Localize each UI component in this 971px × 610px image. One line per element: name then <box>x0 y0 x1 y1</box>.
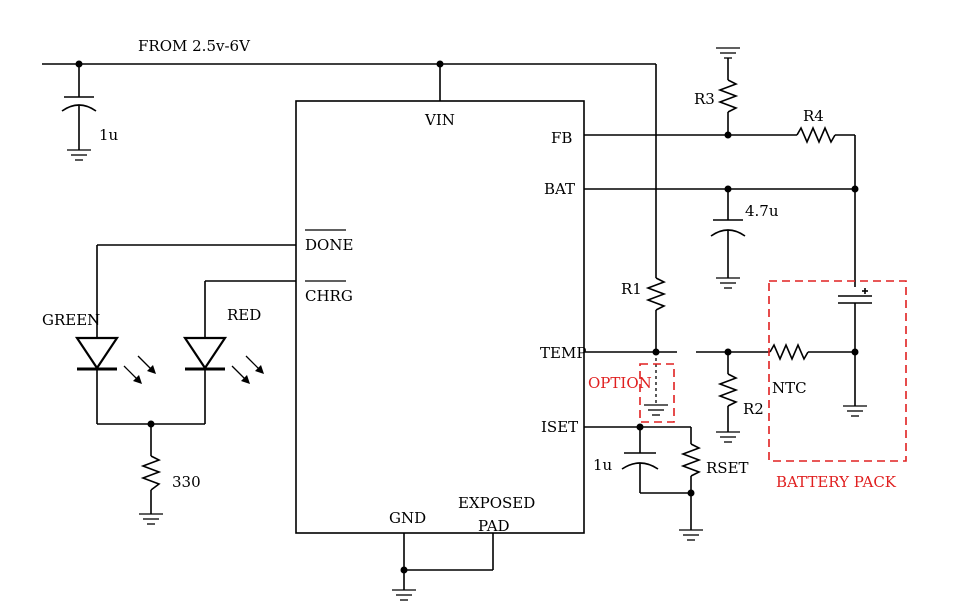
r1-label: R1 <box>621 280 642 298</box>
junction <box>724 185 732 193</box>
bat-capacitor-value: 4.7u <box>745 202 779 220</box>
r4-label: R4 <box>803 107 824 125</box>
green-led <box>74 336 156 424</box>
option-label: OPTION <box>588 374 652 392</box>
resistor-r1 <box>645 277 667 352</box>
supply-rail <box>42 63 657 278</box>
ntc-label: NTC <box>772 379 807 397</box>
pin-vin-label: VIN <box>424 111 455 129</box>
junction <box>436 60 444 68</box>
pin-bat-label: BAT <box>544 180 575 198</box>
ground-symbol <box>716 47 740 59</box>
pin-chrg-label: CHRG <box>305 287 353 305</box>
supply-label: FROM 2.5v-6V <box>138 37 251 55</box>
input-capacitor <box>61 64 97 150</box>
junction <box>687 489 695 497</box>
pin-exposed-label: EXPOSED <box>458 494 535 512</box>
input-capacitor-value: 1u <box>99 126 119 144</box>
option-link <box>644 352 668 416</box>
temp-net <box>584 342 856 432</box>
ground-symbol <box>843 405 867 417</box>
resistor-r3 <box>717 58 739 135</box>
pin-fb-label: FB <box>551 129 572 147</box>
junction <box>147 420 155 428</box>
pin-temp-label: TEMP <box>540 344 586 362</box>
charger-ic <box>295 100 585 534</box>
red-led <box>182 336 264 424</box>
led-common-net <box>97 423 205 514</box>
junction <box>851 348 859 356</box>
red-led-label: RED <box>227 306 261 324</box>
bat-net <box>584 188 855 278</box>
ground-symbol <box>392 589 416 601</box>
chrg-net <box>204 280 296 338</box>
pin-iset-label: ISET <box>541 418 578 436</box>
battery-pack-box <box>768 280 907 462</box>
r2-label: R2 <box>743 400 764 418</box>
junction <box>636 423 644 431</box>
ground-symbol <box>716 277 740 289</box>
junction <box>851 185 859 193</box>
pin-done-label: DONE <box>305 236 353 254</box>
green-led-label: GREEN <box>42 311 100 329</box>
ground-symbol <box>67 149 91 161</box>
battery-pack-label: BATTERY PACK <box>776 473 897 491</box>
pin-gnd-label: GND <box>389 509 426 527</box>
led-resistor-value: 330 <box>172 473 201 491</box>
battery-cell <box>838 288 872 352</box>
done-net <box>96 244 296 338</box>
ground-symbol <box>716 431 740 443</box>
r3-label: R3 <box>694 90 715 108</box>
junction <box>400 566 408 574</box>
pin-pad-label: PAD <box>478 517 510 535</box>
iset-net <box>584 426 702 530</box>
junction <box>724 131 732 139</box>
rset-label: RSET <box>706 459 749 477</box>
junction <box>724 348 732 356</box>
fb-net <box>584 125 856 287</box>
option-box <box>639 363 675 423</box>
iset-capacitor-value: 1u <box>593 456 613 474</box>
ground-symbol <box>139 513 163 525</box>
gnd-net <box>403 533 494 590</box>
ground-symbol <box>679 529 703 541</box>
